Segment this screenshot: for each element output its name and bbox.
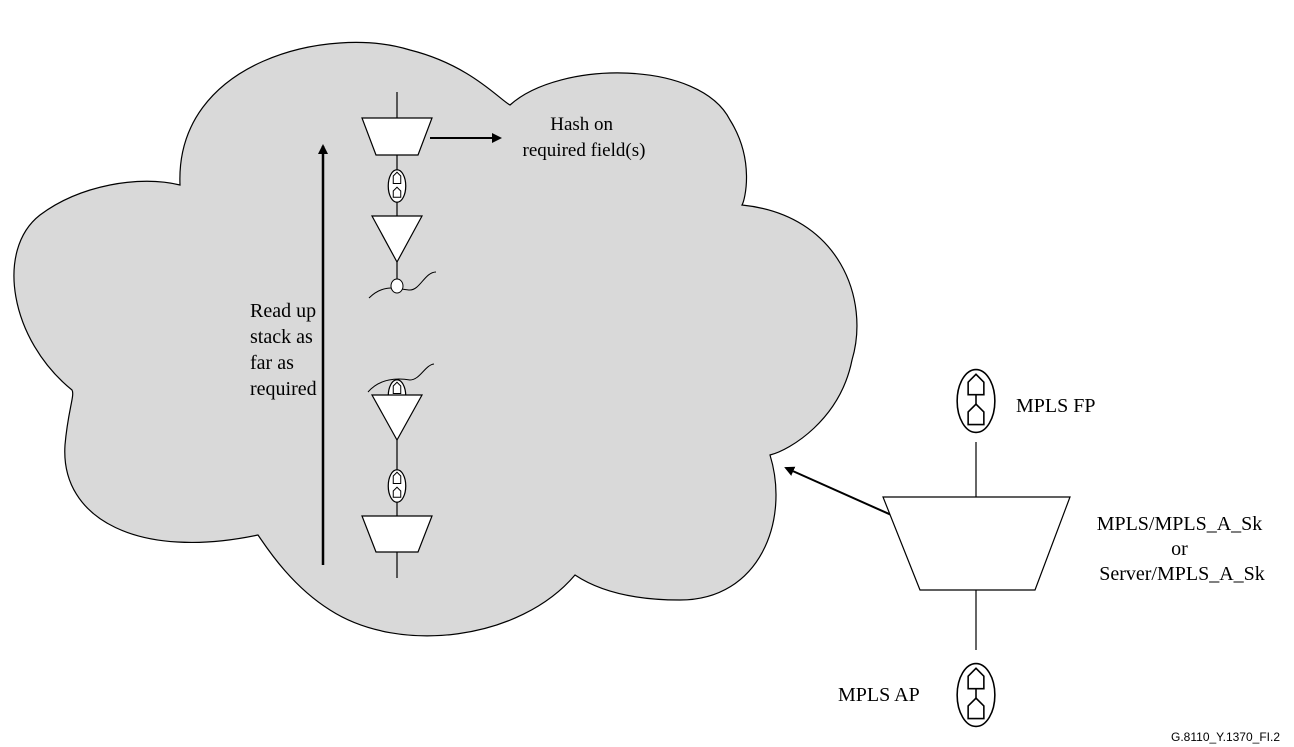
stack-point-3: [387, 469, 407, 503]
mpls-fp-point: [956, 368, 996, 434]
termination-triangle-lower: [370, 394, 424, 442]
figure-id: G.8110_Y.1370_FI.2: [1171, 730, 1280, 744]
mpls-ap-label: MPLS AP: [838, 684, 920, 706]
adaptation-label: MPLS/MPLS_A_Sk or Server/MPLS_A_Sk: [1097, 513, 1268, 585]
termination-triangle-upper: [370, 215, 424, 264]
stack-break-upper-point: [390, 278, 404, 294]
mpls-fp-label: MPLS FP: [1016, 395, 1096, 417]
bottom-adaptation-trapezoid: [361, 515, 433, 553]
stack-point-1: [387, 169, 407, 203]
hash-label: Hash on required field(s): [523, 114, 646, 161]
top-adaptation-trapezoid: [361, 117, 433, 156]
stack-break-upper: [368, 271, 437, 299]
read-up-label: Read up stack as far as required: [250, 300, 321, 400]
mpls-adaptation-trapezoid: [882, 496, 1071, 591]
stack-break-lower: [367, 363, 435, 393]
network-cloud: [13, 41, 858, 637]
mpls-ap-point: [956, 662, 996, 728]
